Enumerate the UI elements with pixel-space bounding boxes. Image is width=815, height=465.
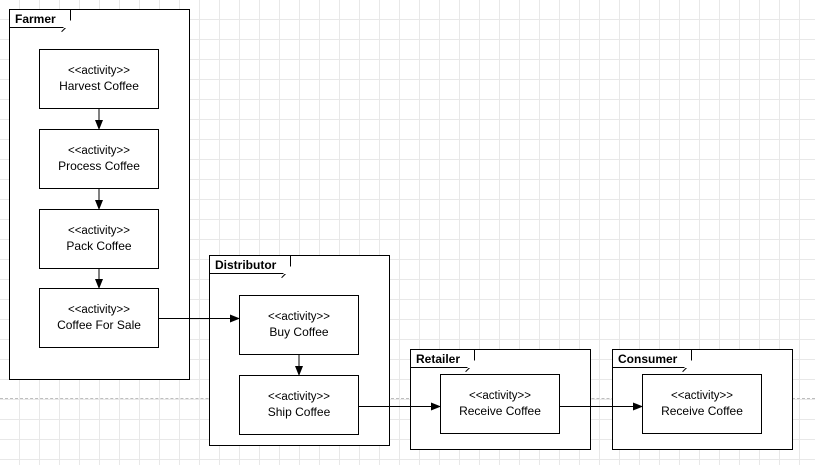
activity-buy-coffee[interactable]: <<activity>> Buy Coffee bbox=[239, 295, 359, 355]
activity-stereotype: <<activity>> bbox=[67, 65, 130, 77]
activity-stereotype: <<activity>> bbox=[267, 311, 330, 323]
activity-process-coffee[interactable]: <<activity>> Process Coffee bbox=[39, 129, 159, 189]
activity-label: Harvest Coffee bbox=[59, 79, 139, 93]
activity-pack-coffee[interactable]: <<activity>> Pack Coffee bbox=[39, 209, 159, 269]
activity-stereotype: <<activity>> bbox=[267, 391, 330, 403]
frame-farmer-title: Farmer bbox=[10, 10, 71, 33]
activity-harvest-coffee[interactable]: <<activity>> Harvest Coffee bbox=[39, 49, 159, 109]
activity-label: Process Coffee bbox=[58, 159, 140, 173]
activity-label: Receive Coffee bbox=[459, 404, 541, 418]
activity-ship-coffee[interactable]: <<activity>> Ship Coffee bbox=[239, 375, 359, 435]
activity-label: Buy Coffee bbox=[269, 325, 329, 339]
activity-label: Pack Coffee bbox=[66, 239, 132, 253]
page-break-line bbox=[0, 398, 815, 399]
activity-stereotype: <<activity>> bbox=[67, 145, 130, 157]
activity-label: Receive Coffee bbox=[661, 404, 743, 418]
activity-coffee-for-sale[interactable]: <<activity>> Coffee For Sale bbox=[39, 288, 159, 348]
frame-distributor-title: Distributor bbox=[210, 256, 292, 279]
activity-label: Coffee For Sale bbox=[57, 318, 141, 332]
activity-stereotype: <<activity>> bbox=[468, 390, 531, 402]
activity-stereotype: <<activity>> bbox=[67, 225, 130, 237]
frame-retailer-title: Retailer bbox=[411, 350, 476, 373]
activity-consumer-receive-coffee[interactable]: <<activity>> Receive Coffee bbox=[642, 374, 762, 434]
activity-stereotype: <<activity>> bbox=[670, 390, 733, 402]
activity-stereotype: <<activity>> bbox=[67, 304, 130, 316]
frame-consumer-title: Consumer bbox=[613, 350, 693, 373]
activity-label: Ship Coffee bbox=[267, 405, 331, 419]
activity-retailer-receive-coffee[interactable]: <<activity>> Receive Coffee bbox=[440, 374, 560, 434]
